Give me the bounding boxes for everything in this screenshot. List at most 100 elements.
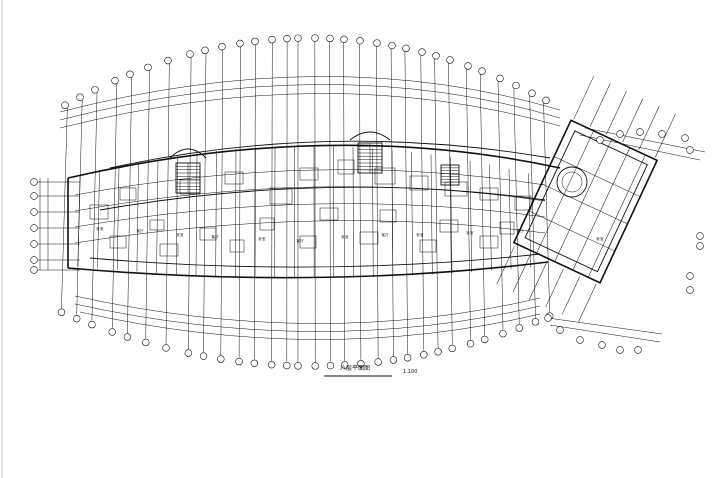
grid-axis-bubble xyxy=(388,41,396,50)
right-wing-outline xyxy=(512,119,659,284)
grid-axis-bubble xyxy=(91,86,99,94)
grid-axis-bubble xyxy=(283,34,291,43)
grid-axis-bubble xyxy=(30,224,38,232)
grid-axis-bubble-circle xyxy=(30,240,38,248)
grid-axis-bubble-circle xyxy=(30,208,38,216)
grid-axis-bubble xyxy=(434,348,442,356)
grid-axis-bubble-circle xyxy=(30,178,38,186)
building-walls xyxy=(67,119,659,284)
grid-axis-bubble xyxy=(236,39,244,48)
grid-axis-bubble xyxy=(30,240,38,248)
room-fixture xyxy=(229,239,245,253)
grid-axis-bubble-circle xyxy=(598,341,606,349)
grid-axis-line xyxy=(203,52,207,353)
grid-axis-bubble xyxy=(199,352,208,360)
grid-axis-bubble xyxy=(311,34,319,42)
grid-axis-bubble xyxy=(294,362,302,370)
grid-axis-bubble xyxy=(30,208,38,216)
right-wing-partition xyxy=(554,139,612,262)
corridor-wall-mid xyxy=(99,186,546,211)
grid-axis-bubble-circle xyxy=(311,362,319,370)
right-wing-block xyxy=(512,119,659,284)
grid-axis-line xyxy=(420,54,425,351)
grid-axis-bubble xyxy=(30,178,38,186)
room-label: 卧室 xyxy=(467,230,475,235)
room-fixture xyxy=(374,167,396,185)
grid-axis-bubble-circle xyxy=(91,86,99,94)
grid-axis-bubble-circle xyxy=(268,35,276,44)
grid-axis-bubble xyxy=(88,320,96,329)
grid-axis-bubble xyxy=(596,136,604,144)
room-label: 卧室 xyxy=(342,234,350,239)
interior-wall xyxy=(136,162,139,272)
grid-axis-bubble-circle xyxy=(596,136,604,144)
grid-axis-bubble xyxy=(374,358,382,366)
grid-axis-bubble xyxy=(340,361,349,369)
grid-axis-bubble-circle xyxy=(696,242,704,250)
grid-axis-bubble-circle xyxy=(496,74,504,83)
grid-axis-line xyxy=(479,73,485,336)
interior-wall xyxy=(176,156,178,275)
grid-axis-line xyxy=(91,91,98,321)
grid-axis-bubble xyxy=(681,134,689,142)
outer-wall-north xyxy=(67,144,561,179)
grid-axis-bubble xyxy=(356,37,364,45)
room-fixture xyxy=(269,187,293,205)
room-fixture xyxy=(479,235,499,249)
grid-axis-bubble xyxy=(658,130,666,138)
room-fixture xyxy=(409,175,429,191)
grid-axis-bubble xyxy=(528,89,536,97)
interior-wall xyxy=(430,154,433,275)
grid-axis-bubble xyxy=(478,67,486,75)
room-fixture xyxy=(499,221,515,235)
grid-axis-bubble xyxy=(108,328,116,336)
room-fixture xyxy=(337,159,355,175)
grid-axis-line xyxy=(589,83,611,128)
grid-axis-bubble-circle xyxy=(374,358,382,366)
grid-axis-bubble xyxy=(164,56,172,65)
dimension-chain-right-4 xyxy=(549,324,661,343)
grid-axis-bubble xyxy=(162,344,170,352)
grid-axis-line xyxy=(238,45,241,358)
grid-axis-line xyxy=(404,50,408,354)
interior-wall xyxy=(156,159,159,273)
grid-axis-bubble xyxy=(326,361,335,370)
grid-axis-bubble-circle xyxy=(340,361,349,369)
grid-axis-line xyxy=(496,246,515,285)
grid-axis-bubble-circle xyxy=(636,128,644,136)
room-fixture xyxy=(379,209,397,223)
grid-axis-bubble-circle xyxy=(681,134,689,142)
grid-axis-bubble-circle xyxy=(326,34,334,43)
grid-axis-bubble xyxy=(123,333,132,341)
dimension-chain-bottom-2 xyxy=(74,303,541,332)
grid-axis-bubble-circle xyxy=(686,272,694,280)
grid-axis-line xyxy=(271,41,273,361)
grid-axis-bubble-circle xyxy=(464,62,472,70)
room-label: 卧室 xyxy=(177,232,184,237)
grid-axis-line xyxy=(145,69,150,339)
interior-wall xyxy=(195,153,198,276)
grid-axis-bubble xyxy=(686,286,694,294)
grid-axis-bubble-circle xyxy=(123,333,132,341)
grid-axis-bubble-circle xyxy=(686,286,694,294)
interior-wall xyxy=(411,151,413,276)
dimension-chain-top-3 xyxy=(59,76,561,113)
grid-axis-bubble-circle xyxy=(235,357,243,366)
grid-axis-bubble xyxy=(636,128,644,136)
grid-axis-line xyxy=(127,76,132,333)
grid-axis-bubble xyxy=(686,146,694,154)
grid-axis-bubble-circle xyxy=(512,81,520,90)
grid-axis-bubble xyxy=(696,232,704,240)
room-fixture xyxy=(299,167,319,181)
room-fixture xyxy=(89,204,109,220)
grid-axis-bubble xyxy=(217,355,225,363)
grid-axis-line xyxy=(654,113,676,158)
stairwell-east xyxy=(440,164,460,186)
right-wing-partition xyxy=(528,210,615,252)
interior-partitions xyxy=(74,146,546,278)
room-fixture xyxy=(359,231,379,245)
grid-axis-line xyxy=(578,284,597,323)
grid-axis-bubble-circle xyxy=(144,63,152,72)
grid-axis-bubble-circle xyxy=(111,76,119,85)
grid-axis-bubble xyxy=(142,338,150,347)
